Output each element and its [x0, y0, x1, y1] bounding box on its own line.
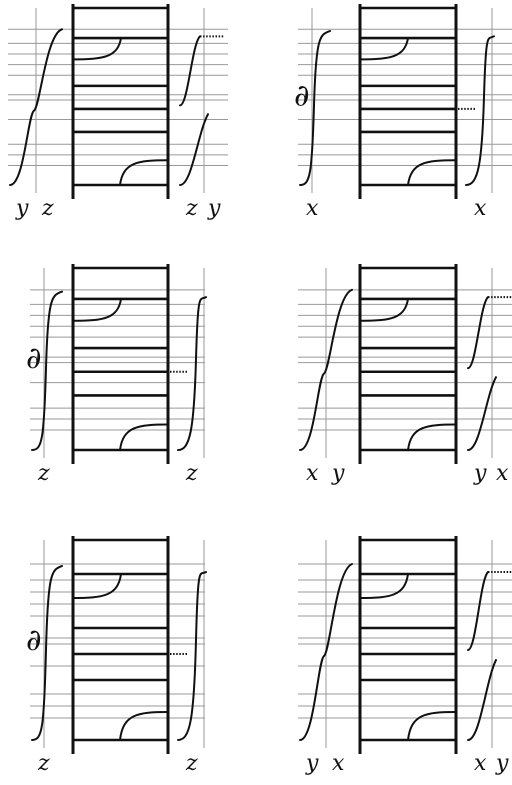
bottom-arc [119, 711, 169, 741]
right-strand [177, 571, 207, 741]
left-strand [31, 290, 63, 451]
left-strand [299, 563, 353, 741]
bottom-arc [407, 159, 457, 186]
bottom-arc [407, 711, 457, 741]
right-strand [177, 296, 207, 451]
bottom-arc [119, 423, 169, 451]
strand-label-right: x [496, 461, 509, 486]
right-strand-upper [179, 35, 201, 107]
strand-label-left: z [41, 196, 54, 221]
top-arc [359, 37, 409, 61]
top-arc [72, 37, 122, 61]
strand-label-right: x [474, 751, 487, 776]
top-arc [72, 297, 122, 322]
strand-label-right: y [207, 196, 221, 221]
top-arc [359, 297, 409, 322]
strand-label-right: x [474, 196, 487, 221]
left-strand [299, 288, 353, 451]
strand-label-right: z [185, 751, 198, 776]
top-arc [72, 573, 122, 599]
panel-p5: ∂ z z [26, 536, 207, 776]
strand-label-left: x [306, 461, 319, 486]
strand-label-left: y [305, 751, 319, 776]
left-strand [31, 565, 63, 741]
boundary-symbol: ∂ [294, 78, 310, 113]
strand-label-left: x [306, 196, 319, 221]
strand-label-left: z [37, 751, 50, 776]
bottom-arc [407, 423, 457, 451]
strand-label-left: z [37, 461, 50, 486]
left-strand [299, 30, 331, 186]
left-strand [9, 28, 63, 186]
right-strand [465, 35, 495, 186]
strand-label-left: x [332, 751, 345, 776]
strand-label-right: z [185, 461, 198, 486]
strand-label-right: y [495, 751, 509, 776]
top-arc [359, 573, 409, 599]
boundary-symbol: ∂ [26, 623, 42, 658]
boundary-symbol: ∂ [26, 341, 42, 376]
right-strand-upper [467, 296, 489, 370]
right-strand-lower [179, 113, 209, 186]
right-strand-lower [467, 376, 497, 451]
strand-label-right: z [185, 196, 198, 221]
panel-p2: ∂ x x [294, 4, 512, 221]
right-strand-upper [467, 571, 489, 651]
strand-label-left: y [15, 196, 29, 221]
bottom-arc [119, 159, 169, 186]
strand-label-left: y [331, 461, 345, 486]
strand-label-right: y [473, 461, 487, 486]
panel-p3: ∂ z z [26, 264, 207, 486]
right-strand-lower [467, 659, 497, 741]
